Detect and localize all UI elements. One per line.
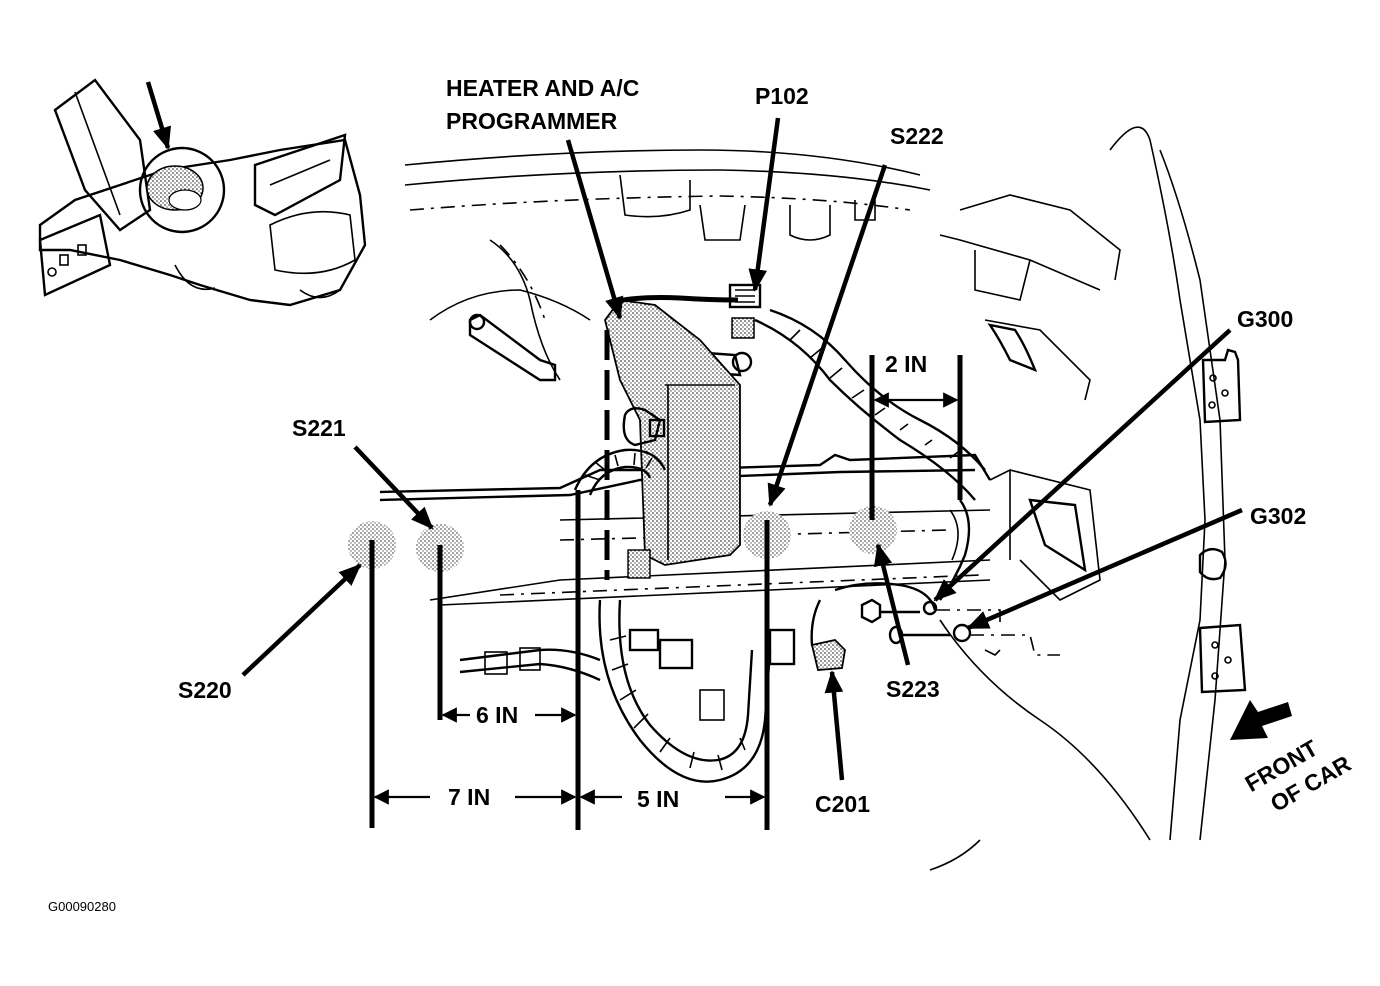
callout-labels: HEATER AND A/C PROGRAMMER P102 S222 S221… [178,75,1306,817]
dimension-labels: 2 IN 6 IN 7 IN 5 IN [448,351,927,812]
leader-s220 [241,563,362,677]
label-heater-ac-line2: PROGRAMMER [446,108,618,134]
front-of-car-indicator: FRONT OF CAR [1230,700,1356,817]
label-s221: S221 [292,415,346,441]
label-s223: S223 [886,676,940,702]
label-c201: C201 [815,791,870,817]
dim-label-6in: 6 IN [476,702,518,728]
front-arrow-icon [1230,700,1292,740]
figure-id: G00090280 [48,899,116,914]
leader-s223 [873,543,911,666]
leader-s221 [353,445,434,530]
label-s220: S220 [178,677,232,703]
leader-p102 [748,117,781,292]
dash-structure [379,126,1226,871]
leader-s222 [767,164,888,507]
door-hinges [1198,348,1247,694]
dimension-arrows [373,392,959,805]
label-p102: P102 [755,83,809,109]
label-heater-ac-line1: HEATER AND A/C [446,75,639,101]
label-g302: G302 [1250,503,1306,529]
dim-label-7in: 7 IN [448,784,490,810]
label-s222: S222 [890,123,944,149]
label-g300: G300 [1237,306,1293,332]
c201-connector [810,639,846,671]
dim-label-2in: 2 IN [885,351,927,377]
leader-heater-ac-programmer [565,139,624,320]
callout-leaders [241,117,1243,781]
reference-lines [369,330,963,830]
p102-connector [728,283,762,339]
splice-s223-marker [849,506,897,554]
leader-c201 [824,670,845,781]
leader-g302 [966,507,1243,631]
heater-ac-programmer-unit [604,299,741,566]
dim-label-5in: 5 IN [637,786,679,812]
leader-g300 [933,328,1232,602]
vehicle-overview-inset [38,78,367,307]
